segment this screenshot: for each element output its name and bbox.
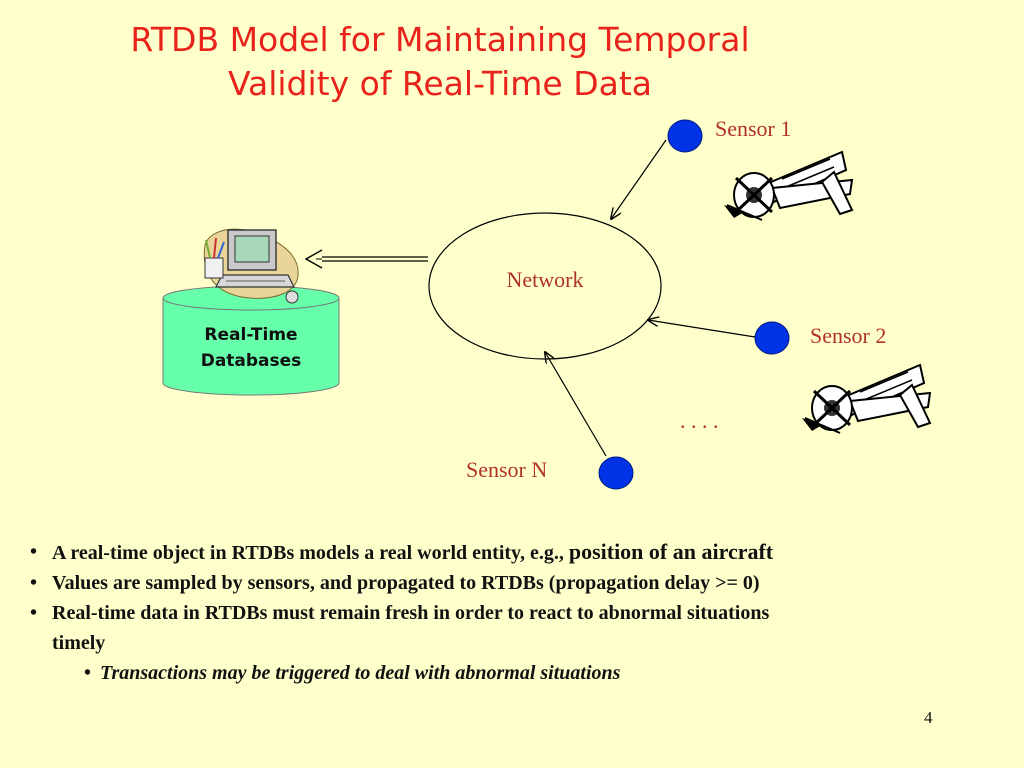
bullet-marker: •	[30, 602, 38, 624]
sensor-2: Sensor 2	[648, 320, 886, 355]
sensor-1-label: Sensor 1	[715, 116, 791, 141]
bullet-3-continuation: timely	[52, 632, 106, 654]
more-sensors-ellipsis: . . . .	[680, 408, 719, 433]
sensor-1: Sensor 1	[611, 116, 791, 219]
computer-icon	[203, 228, 299, 304]
bullet-marker: •	[30, 541, 38, 563]
bullet-2-text: Values are sampled by sensors, and propa…	[52, 572, 760, 594]
title-line-1: RTDB Model for Maintaining Temporal	[130, 20, 750, 59]
page-number: 4	[924, 708, 933, 727]
sub-bullet-1-text: Transactions may be triggered to deal wi…	[100, 662, 621, 684]
database-cylinder: Real-Time Databases	[162, 285, 340, 396]
arrow-network-to-database	[304, 249, 428, 269]
arrow-sensor-2	[648, 320, 756, 338]
slide-title: RTDB Model for Maintaining Temporal Vali…	[40, 18, 840, 106]
sub-bullet-item: • Transactions may be triggered to deal …	[30, 658, 1005, 688]
bullet-item: • A real-time object in RTDBs models a r…	[30, 537, 1005, 568]
bullet-item: • Values are sampled by sensors, and pro…	[30, 568, 1005, 598]
bullet-marker: •	[30, 572, 38, 594]
airplane-icon	[724, 150, 854, 221]
bullet-item: • Real-time data in RTDBs must remain fr…	[30, 598, 1005, 658]
network-label: Network	[507, 267, 584, 292]
airplane-icon	[802, 363, 932, 434]
arrow-sensor-n	[545, 352, 607, 457]
sensor-n: Sensor N	[466, 352, 634, 490]
arrow-sensor-1	[611, 139, 667, 219]
bullet-1-text: A real-time object in RTDBs models a rea…	[52, 542, 569, 564]
bullet-1-emphasis: position of an aircraft	[568, 539, 774, 564]
sensor-2-label: Sensor 2	[810, 323, 886, 348]
bullet-3-text: Real-time data in RTDBs must remain fres…	[52, 602, 770, 624]
sensor-n-label: Sensor N	[466, 457, 547, 482]
database-label-line-2: Databases	[201, 351, 302, 371]
network-node: Network	[428, 212, 662, 360]
rtdb-diagram: Network Real-Time Databases Sensor 1 Se	[162, 116, 932, 490]
title-line-2: Validity of Real-Time Data	[227, 64, 652, 103]
bullet-list: • A real-time object in RTDBs models a r…	[30, 537, 1005, 688]
database-label-line-1: Real-Time	[204, 325, 297, 345]
bullet-marker: •	[84, 662, 92, 684]
